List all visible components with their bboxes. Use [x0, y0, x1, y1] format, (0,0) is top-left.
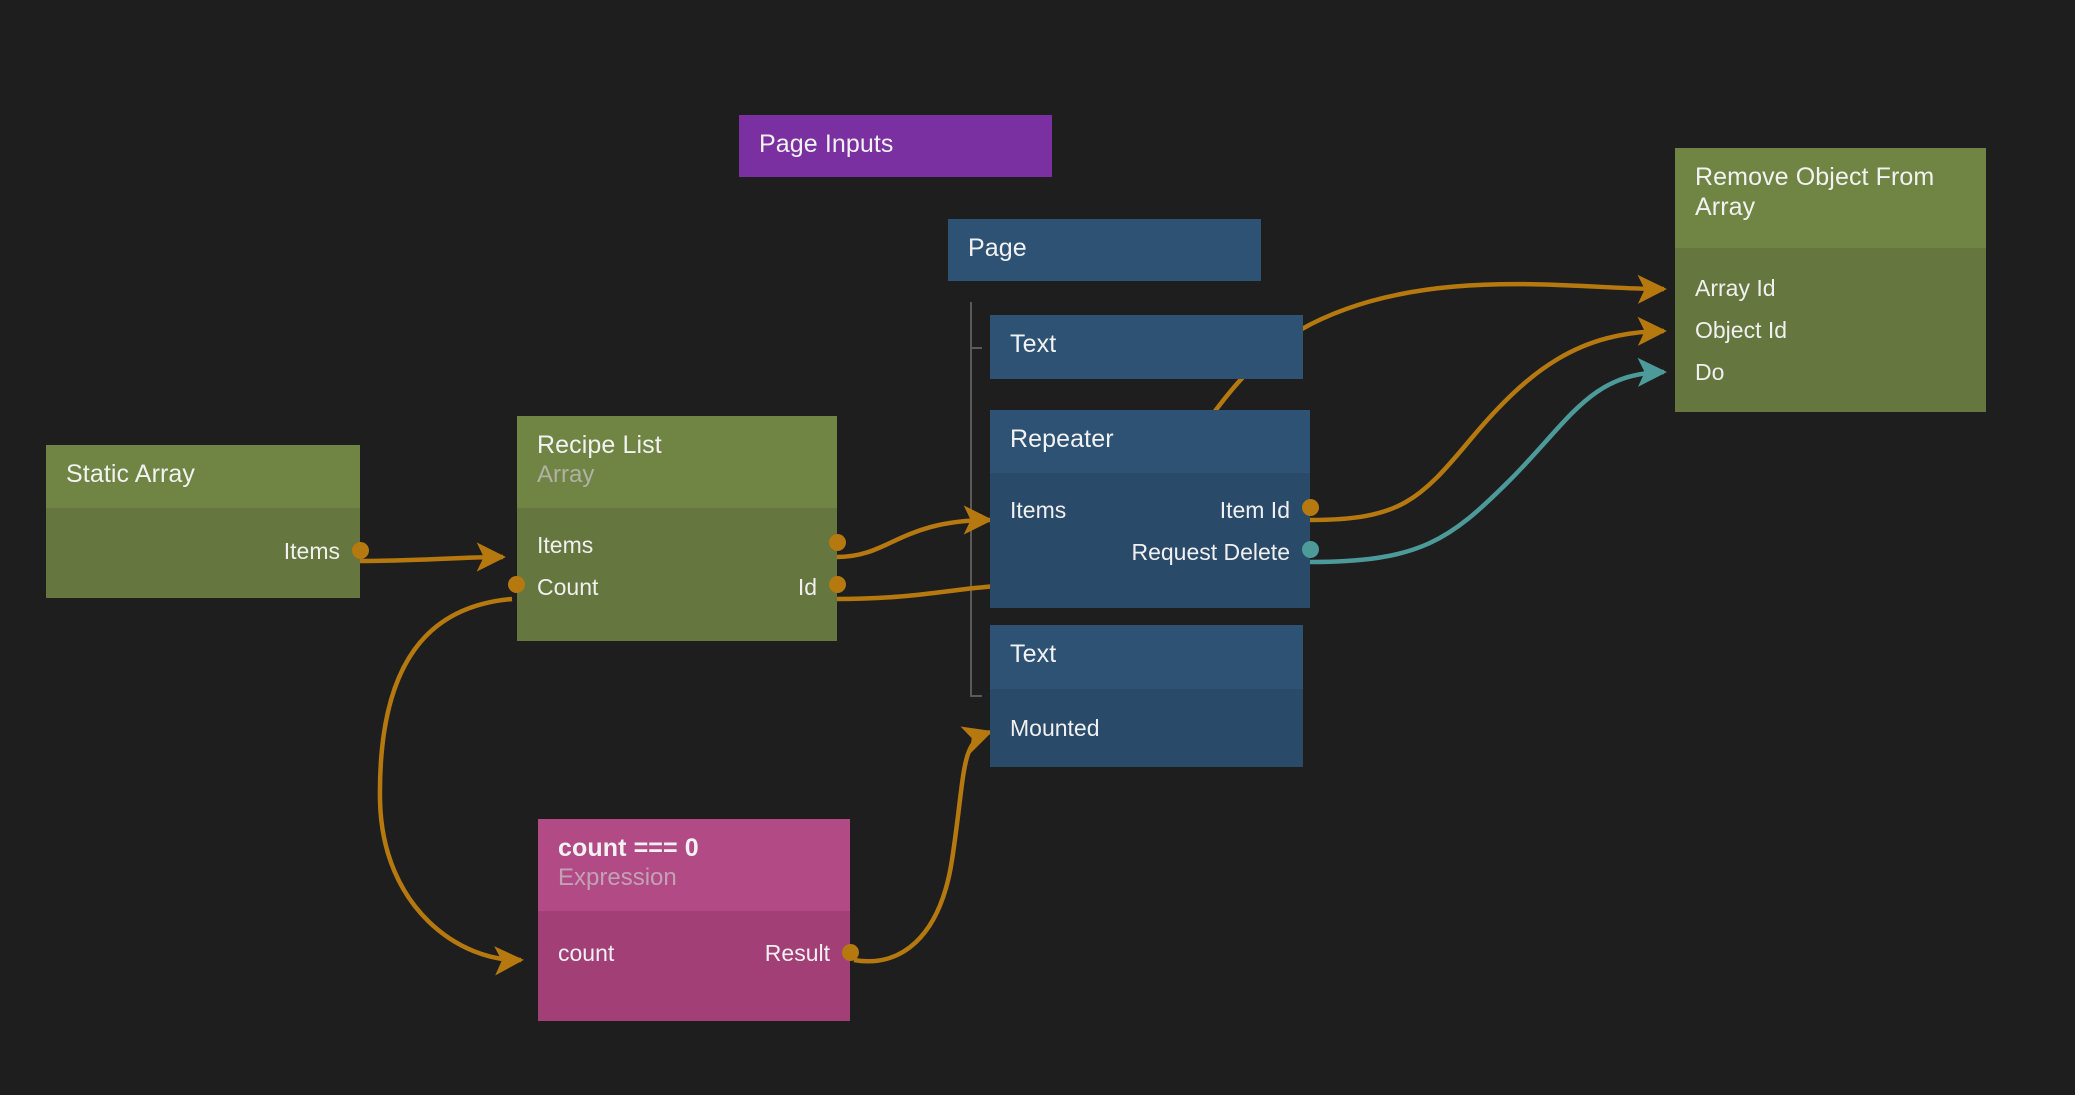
wire-recipe-items-to-repeater	[836, 505, 993, 560]
node-remove-object-title: Remove Object From Array	[1695, 163, 1935, 221]
node-page-inputs-title: Page Inputs	[759, 130, 894, 158]
wire-item-id-to-object-id	[1309, 316, 1667, 523]
wire-result-to-mounted	[853, 726, 993, 964]
node-expression-header: count === 0 Expression	[538, 819, 850, 911]
node-recipe-list[interactable]: Recipe List Array Items Count Id	[508, 416, 846, 641]
port-label-recipe-count: Count	[537, 574, 599, 600]
port-dot-request-delete[interactable]	[1302, 541, 1319, 558]
node-repeater-body: Items Item Id Request Delete	[990, 473, 1319, 608]
node-expression[interactable]: count === 0 Expression count Result	[538, 819, 859, 1021]
node-expression-title: count === 0	[558, 834, 699, 862]
node-recipe-list-title: Recipe List	[537, 431, 662, 459]
port-label-items: Items	[1010, 497, 1067, 523]
node-page-inputs-header: Page Inputs	[739, 115, 1052, 177]
node-text-bottom[interactable]: Text Mounted	[990, 625, 1303, 767]
node-text-bottom-title: Text	[1010, 640, 1057, 668]
port-row-recipe-items[interactable]: Items	[517, 524, 837, 566]
node-remove-object-from-array[interactable]: Remove Object From Array Array Id Object…	[1675, 148, 1986, 412]
node-text-top[interactable]: Text	[990, 315, 1303, 379]
port-row-static-items[interactable]: Items	[46, 530, 360, 572]
node-repeater-header: Repeater	[990, 410, 1310, 473]
port-label-request-delete: Request Delete	[1131, 539, 1290, 565]
port-dot-static-items[interactable]	[352, 542, 369, 559]
port-row-items[interactable]: Items Item Id	[990, 489, 1310, 531]
node-repeater-title: Repeater	[1010, 425, 1114, 453]
node-page[interactable]: Page	[948, 219, 1261, 281]
node-text-bottom-header: Text	[990, 625, 1303, 689]
node-static-array-body: Items	[46, 508, 369, 598]
port-label-do: Do	[1695, 359, 1725, 385]
port-dot-expression-result[interactable]	[842, 944, 859, 961]
port-row-recipe-count[interactable]: Count Id	[517, 566, 837, 608]
port-dot-item-id[interactable]	[1302, 499, 1319, 516]
node-remove-object-header: Remove Object From Array	[1675, 148, 1986, 248]
port-label-recipe-items: Items	[537, 532, 594, 558]
node-recipe-list-header: Recipe List Array	[517, 416, 837, 508]
node-expression-subtitle: Expression	[558, 864, 677, 891]
tree-branch-text-top	[970, 347, 982, 349]
node-static-array[interactable]: Static Array Items	[46, 445, 369, 598]
node-expression-body: count Result	[538, 911, 859, 1021]
port-label-array-id: Array Id	[1695, 275, 1776, 301]
node-page-header: Page	[948, 219, 1261, 281]
port-label-expression-result: Result	[764, 940, 830, 966]
port-label-static-items: Items	[283, 538, 340, 564]
port-row-object-id[interactable]: Object Id	[1675, 309, 1986, 351]
node-text-top-header: Text	[990, 315, 1303, 379]
node-repeater[interactable]: Repeater Items Item Id Request Delete	[990, 410, 1319, 608]
port-row-array-id[interactable]: Array Id	[1675, 267, 1986, 309]
port-label-item-id: Item Id	[1219, 497, 1290, 523]
node-recipe-list-subtitle: Array	[537, 461, 595, 488]
port-dot-recipe-id[interactable]	[829, 576, 846, 593]
port-row-do[interactable]: Do	[1675, 351, 1986, 393]
port-label-object-id: Object Id	[1695, 317, 1788, 343]
wire-request-delete-to-do	[1309, 357, 1667, 565]
port-label-recipe-id: Id	[797, 574, 817, 600]
node-static-array-title: Static Array	[66, 460, 196, 488]
port-row-expression-count[interactable]: count Result	[538, 932, 850, 974]
port-row-mounted[interactable]: Mounted	[990, 707, 1303, 749]
port-dot-recipe-items-out[interactable]	[829, 534, 846, 551]
node-page-inputs[interactable]: Page Inputs	[739, 115, 1052, 177]
tree-branch-text-bottom	[970, 695, 982, 697]
node-recipe-list-body: Items Count Id	[508, 508, 846, 641]
node-static-array-header: Static Array	[46, 445, 360, 508]
tree-branch-repeater	[970, 514, 982, 516]
port-dot-recipe-count[interactable]	[508, 576, 525, 593]
node-remove-object-body: Array Id Object Id Do	[1675, 248, 1986, 412]
node-text-bottom-body: Mounted	[990, 689, 1303, 767]
tree-trunk-line	[970, 302, 972, 697]
node-text-top-title: Text	[1010, 330, 1057, 358]
wire-static-array-to-recipe-list	[359, 542, 506, 572]
port-label-mounted: Mounted	[1010, 715, 1100, 741]
node-page-title: Page	[968, 234, 1027, 262]
wire-count-to-expression	[377, 596, 524, 976]
port-label-expression-count: count	[558, 940, 615, 966]
port-row-request-delete[interactable]: Request Delete	[990, 531, 1310, 573]
